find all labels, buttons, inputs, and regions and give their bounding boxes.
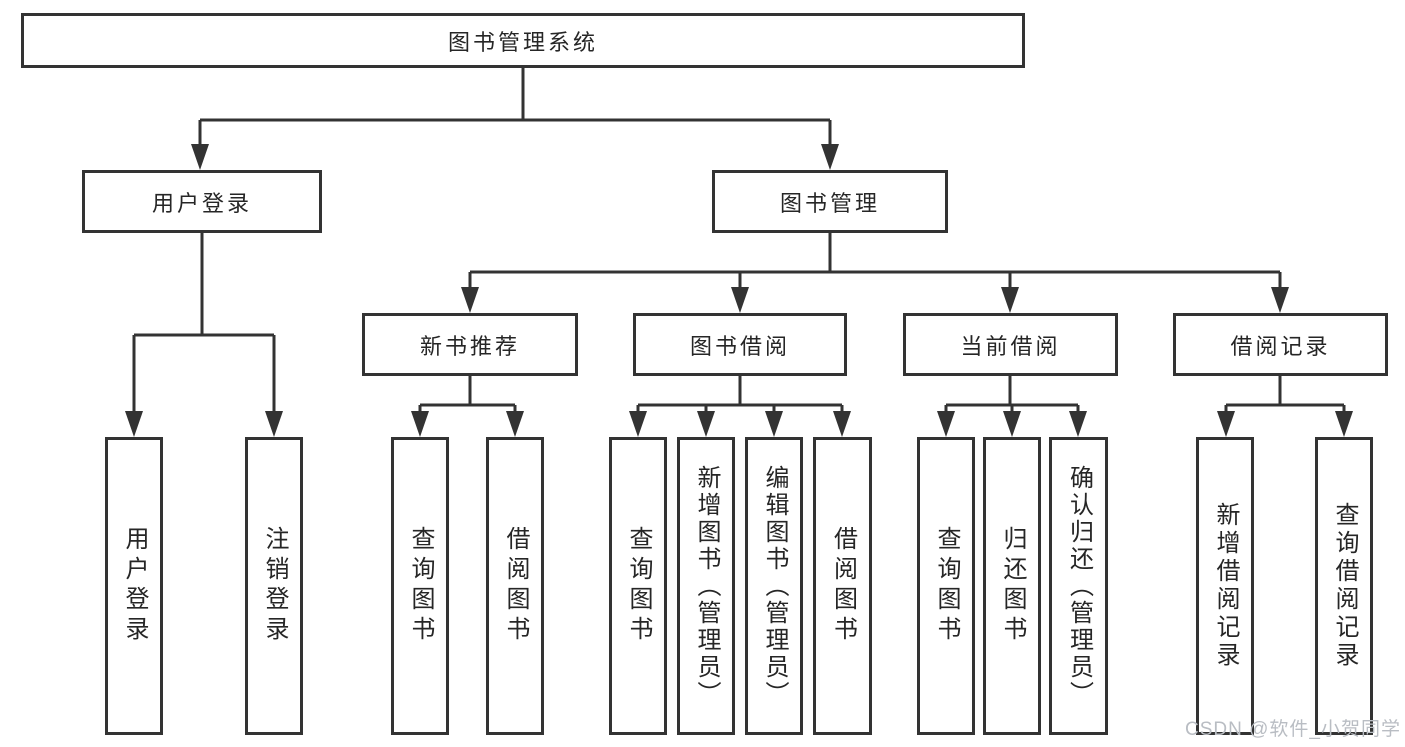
node-label: 图书管理系统	[447, 29, 598, 55]
leaf-query-books-recommend: 查询图书	[391, 437, 449, 735]
node-label: 新增借阅记录	[1212, 502, 1239, 670]
node-label: 查询图书	[625, 526, 652, 646]
node-label: 注销登录	[261, 526, 288, 646]
node-label: 确认归还（管理员）	[1065, 464, 1093, 708]
connector-currentborrow-branch	[937, 376, 1087, 437]
node-label: 用户登录	[121, 526, 148, 646]
connector-borrowrecords-branch	[1217, 376, 1353, 437]
node-book-borrow: 图书借阅	[633, 313, 847, 376]
node-label: 用户登录	[151, 190, 252, 216]
node-label: 查询图书	[933, 526, 960, 646]
node-label: 查询借阅记录	[1331, 502, 1358, 670]
node-new-book-recommend: 新书推荐	[362, 313, 578, 376]
leaf-confirm-return-admin: 确认归还（管理员）	[1049, 437, 1108, 735]
leaf-borrow-books: 借阅图书	[813, 437, 872, 735]
node-label: 当前借阅	[960, 333, 1061, 359]
leaf-logout: 注销登录	[245, 437, 303, 735]
node-label: 图书管理	[779, 190, 880, 216]
node-label: 归还图书	[999, 526, 1026, 646]
node-label: 新书推荐	[419, 333, 520, 359]
connector-bookborrow-branch	[629, 376, 851, 437]
node-user-login: 用户登录	[82, 170, 322, 233]
leaf-user-login: 用户登录	[105, 437, 163, 735]
connector-userlogin-branch	[125, 233, 283, 437]
connector-root-to-level2	[191, 68, 839, 170]
connector-bookmgmt-to-level3	[461, 233, 1289, 313]
node-label: 查询图书	[407, 526, 434, 646]
leaf-edit-book-admin: 编辑图书（管理员）	[745, 437, 803, 735]
leaf-add-borrow-record: 新增借阅记录	[1196, 437, 1254, 735]
leaf-return-books: 归还图书	[983, 437, 1041, 735]
csdn-watermark: CSDN @软件_小贺同学	[1185, 719, 1401, 740]
node-label: 新增图书（管理员）	[693, 464, 720, 708]
leaf-query-books-borrow: 查询图书	[609, 437, 667, 735]
leaf-add-book-admin: 新增图书（管理员）	[677, 437, 735, 735]
node-label: 图书借阅	[689, 333, 790, 359]
node-book-management: 图书管理	[712, 170, 948, 233]
node-label: 借阅图书	[502, 526, 529, 646]
leaf-borrow-books-recommend: 借阅图书	[486, 437, 544, 735]
leaf-query-borrow-record: 查询借阅记录	[1315, 437, 1373, 735]
node-label: 借阅记录	[1230, 333, 1331, 359]
node-label: 借阅图书	[829, 526, 857, 646]
connector-newbook-branch	[411, 375, 524, 437]
leaf-query-books-current: 查询图书	[917, 437, 975, 735]
node-borrow-records: 借阅记录	[1173, 313, 1388, 376]
node-library-management-system: 图书管理系统	[21, 13, 1025, 68]
node-current-borrow: 当前借阅	[903, 313, 1118, 376]
node-label: 编辑图书（管理员）	[761, 464, 788, 708]
